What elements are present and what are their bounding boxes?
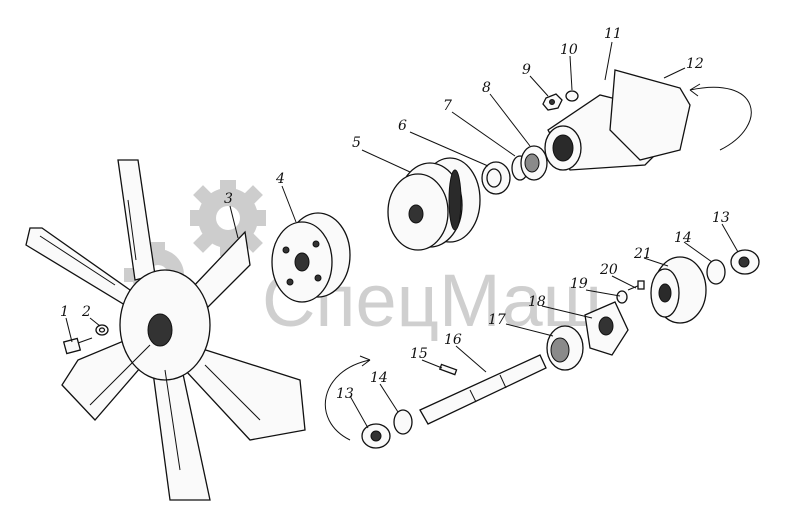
nut-part-13-left — [361, 423, 391, 449]
washer-part-2 — [95, 324, 109, 336]
callout-4: 4 — [275, 171, 285, 187]
nut-part-9 — [542, 93, 563, 111]
shaft-part-16 — [419, 354, 547, 425]
callout-5: 5 — [352, 135, 361, 151]
lockwasher-part-14-right — [706, 259, 726, 285]
callout-9: 9 — [522, 62, 531, 78]
callout-labels: 1 2 3 4 5 6 7 8 9 10 11 12 13 13 14 14 1… — [60, 26, 730, 402]
bolt-part-1 — [62, 337, 93, 355]
bearing-part-8 — [520, 145, 548, 181]
callout-15: 15 — [410, 346, 428, 362]
callout-18: 18 — [528, 294, 546, 310]
callout-7: 7 — [443, 98, 452, 114]
hub-flange-part-4 — [271, 212, 351, 303]
callout-8: 8 — [482, 80, 491, 96]
callout-13-left: 13 — [336, 386, 354, 402]
bearing-part-17 — [546, 325, 584, 371]
key-part-15 — [438, 363, 458, 376]
watermark: СпецМаш — [124, 180, 602, 342]
washer-part-10 — [565, 90, 579, 102]
gear-part-21 — [650, 256, 707, 324]
direction-arrow-12 — [689, 86, 752, 151]
fan-impeller — [25, 159, 306, 501]
nut-part-13-right — [730, 249, 760, 275]
lockwasher-part-14-left — [393, 409, 413, 435]
callout-20: 20 — [599, 262, 618, 278]
callout-19: 19 — [570, 276, 588, 292]
gasket-part-12 — [609, 69, 691, 161]
flange-part-18 — [584, 301, 629, 356]
bearing-part-6 — [481, 161, 511, 195]
callout-17: 17 — [488, 312, 506, 328]
callout-13-right: 13 — [712, 210, 730, 226]
callout-11: 11 — [604, 26, 622, 42]
callout-3: 3 — [224, 191, 233, 207]
washer-part-19 — [616, 290, 628, 304]
callout-16: 16 — [444, 332, 462, 348]
callout-2: 2 — [81, 304, 91, 320]
leader-lines — [65, 41, 739, 429]
callout-10: 10 — [560, 42, 578, 58]
pulley-part-5 — [387, 157, 481, 251]
callout-21: 21 — [633, 246, 652, 262]
callout-12: 12 — [686, 56, 704, 72]
callout-14-right: 14 — [674, 230, 692, 246]
callout-14-left: 14 — [370, 370, 388, 386]
callout-1: 1 — [60, 304, 69, 320]
callout-6: 6 — [398, 118, 407, 134]
direction-arrow-13 — [324, 359, 371, 441]
